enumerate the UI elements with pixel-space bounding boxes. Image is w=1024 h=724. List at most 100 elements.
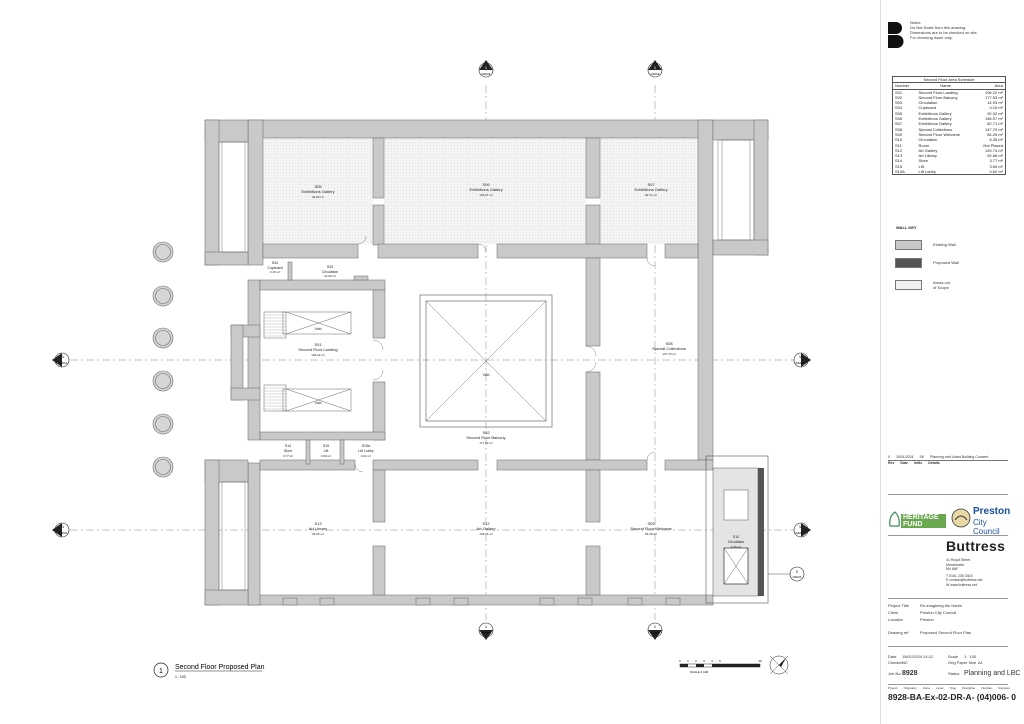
schedule-cell-name: Circulation xyxy=(918,137,938,143)
svg-text:Lift Lobby: Lift Lobby xyxy=(358,449,373,453)
schedule-cell-number: S12 xyxy=(895,147,903,153)
code-header-level: Level xyxy=(936,686,944,690)
schedule-cell-name: Cupboard xyxy=(918,105,937,111)
gallery-s05-fill xyxy=(263,138,373,244)
city-council-text: City Council xyxy=(973,518,1000,536)
void-label-1: Void xyxy=(315,327,322,331)
svg-text:Exhibitions Gallery: Exhibitions Gallery xyxy=(301,189,334,194)
date-value: 15/01/2024 14:12 xyxy=(902,654,934,659)
revision-header-initials: Initls xyxy=(914,461,923,465)
preston-text: Preston xyxy=(973,506,1011,517)
schedule-cell-number: S09 xyxy=(895,131,903,137)
schedule-cell-number: S13 xyxy=(895,153,903,159)
svg-text:Circulation: Circulation xyxy=(322,270,339,274)
svg-text:Art Library: Art Library xyxy=(309,526,327,531)
schedule-header-area: Area xyxy=(974,82,1006,90)
schedule-cell-name: Second Floor Welcome xyxy=(918,131,960,137)
svg-text:4.16 m²: 4.16 m² xyxy=(270,270,280,274)
schedule-cell-number: S08 xyxy=(895,126,903,132)
svg-text:92.66 m²: 92.66 m² xyxy=(312,532,324,536)
rule-3 xyxy=(888,598,1008,599)
revision-by: SK xyxy=(919,455,925,459)
paper-value: A1 xyxy=(978,660,983,665)
schedule-cell-name: Exhibitions Gallery xyxy=(918,121,952,127)
landing-stairs xyxy=(263,311,352,412)
existing-walls xyxy=(204,119,769,606)
schedule-cell-area: 4.62 m² xyxy=(989,169,1003,175)
svg-text:Circulation: Circulation xyxy=(728,540,745,544)
svg-text:D4001: D4001 xyxy=(796,361,805,365)
room-label-s12: S12 Art Gallery 149.74 m² xyxy=(477,521,496,536)
proposed-wall-swatch xyxy=(895,258,922,268)
section-marker-d: 2 D4004 xyxy=(768,566,805,582)
atrium-void xyxy=(419,294,553,428)
schedule-cell-area: 106.22 m² xyxy=(984,89,1003,95)
svg-text:6.35 m²: 6.35 m² xyxy=(731,545,741,549)
buttress-b-logo-icon xyxy=(888,22,904,48)
svg-text:1: 1 xyxy=(654,624,657,629)
schedule-cell-area: 177.53 m² xyxy=(984,94,1003,100)
svg-text:SCALE 1:100: SCALE 1:100 xyxy=(690,670,709,674)
revision-date: 15/01/2024 xyxy=(895,455,914,459)
svg-text:S12: S12 xyxy=(482,521,490,526)
svg-text:D4002: D4002 xyxy=(651,72,660,76)
out-of-scope-swatch xyxy=(895,280,922,290)
svg-text:1: 1 xyxy=(799,354,802,359)
section-marker-bottom-1: 1 D4003 xyxy=(478,622,494,640)
svg-text:14.93 m²: 14.93 m² xyxy=(324,274,336,278)
schedule-cell-area: 14.93 m² xyxy=(987,100,1003,106)
plan-title: 1 Second Floor Proposed Plan 1 : 100 xyxy=(153,662,265,679)
schedule-cell-area: 146.07 m² xyxy=(984,116,1003,122)
room-label-s08: S08 Special Collections 147.70 m² xyxy=(652,341,686,356)
svg-text:D4004: D4004 xyxy=(793,575,802,579)
schedule-cell-area: 92.02 m² xyxy=(987,110,1003,116)
schedule-cell-area: 3.69 m² xyxy=(989,163,1003,169)
svg-text:Exhibitions Gallery: Exhibitions Gallery xyxy=(469,187,502,192)
svg-text:1 : 100: 1 : 100 xyxy=(175,675,186,679)
revision-header-rev: Rev xyxy=(888,461,895,465)
location-value: Preston xyxy=(920,617,934,622)
schedule-cell-number: S04 xyxy=(895,105,903,111)
room-label-s14: S14 Store 3.77 m² xyxy=(283,444,293,458)
svg-text:84.29 m²: 84.29 m² xyxy=(645,532,657,536)
schedule-cell-number: S14 xyxy=(895,158,903,164)
title-block-divider xyxy=(880,0,881,724)
svg-text:D4001: D4001 xyxy=(59,361,68,365)
svg-text:1: 1 xyxy=(159,668,163,675)
void-label-2: Void xyxy=(315,401,322,405)
svg-text:4.62 m²: 4.62 m² xyxy=(361,454,371,458)
room-label-s01: S01 Second Floor Landing 106.22 m² xyxy=(298,342,337,357)
schedule-cell-name: Lift Lobby xyxy=(918,169,936,175)
rule-2 xyxy=(888,535,1008,536)
revision-header-date: Date xyxy=(900,461,909,465)
gallery-s06-fill xyxy=(384,138,586,244)
checker-value: NC xyxy=(902,660,908,665)
drawing-number: 8928-BA-Ex-02-DR-A- (04)006- 0 xyxy=(888,692,1017,702)
svg-text:Second Floor Proposed Plan: Second Floor Proposed Plan xyxy=(175,664,265,671)
room-label-s15: S15 Lift 3.69 m² xyxy=(321,444,331,458)
existing-wall-label: Existing Wall xyxy=(933,242,956,247)
scale-bar: 0 1 2 3 4 5 10 SCALE 1:100 xyxy=(679,659,762,674)
svg-text:149.74 m²: 149.74 m² xyxy=(479,532,493,536)
svg-text:146.07 m²: 146.07 m² xyxy=(479,193,493,197)
grid-lines xyxy=(70,85,795,620)
section-marker-right-1: 1 D4001 xyxy=(793,352,811,368)
room-label-s02: S02 Second Floor Balcony 177.53 m² xyxy=(466,430,505,445)
revision-desc: Planning and Listed Building Consent xyxy=(930,455,989,459)
room-label-s13: S13 Art Library 92.66 m² xyxy=(309,521,327,536)
schedule-cell-number: S10 xyxy=(895,137,903,143)
checker-label: Checker xyxy=(888,660,903,665)
svg-text:92.02 m²: 92.02 m² xyxy=(312,195,324,199)
heritage-hand-icon xyxy=(889,511,900,527)
code-header-revision: Revision xyxy=(998,686,1010,690)
schedule-cell-name: Second Floor Landing xyxy=(918,89,958,95)
notes-line-3: For checking issue only. xyxy=(910,35,953,40)
room-label-s09: S09 Second Floor Welcome 84.29 m² xyxy=(630,521,672,536)
